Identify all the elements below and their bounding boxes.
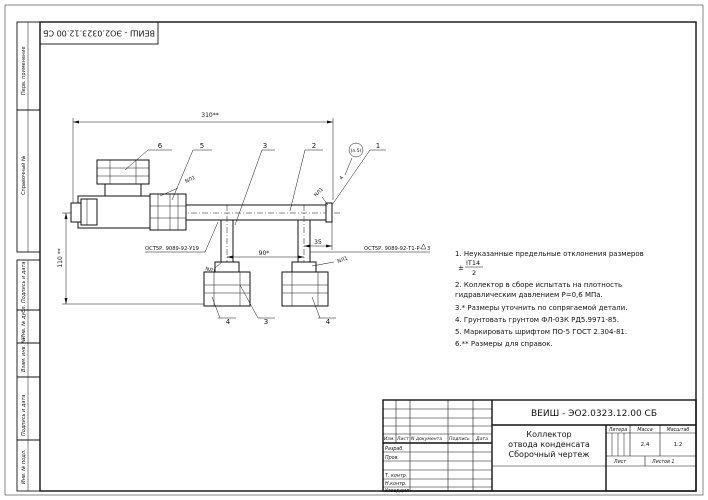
role-utv: Утвердил — [385, 488, 409, 494]
sheet-frame — [4, 4, 704, 496]
dim-branch-spacing: 90* — [227, 250, 304, 259]
top-stamp: ВЕИШ - ЭО2.0323.12.00 СБ — [39, 21, 159, 45]
callout-5: 5 — [200, 142, 204, 150]
left-strip: Перв. применение Справочный № Подпись и … — [16, 21, 41, 492]
ost-right-num: 3 — [427, 246, 430, 252]
dim-branch-spacing-label: 90* — [259, 250, 270, 257]
dim-overall-length: 310** — [72, 112, 334, 205]
callouts: 6 5 3 2 1 3 4 — [124, 142, 386, 326]
strip-label-podp2: Подпись и дата — [21, 395, 27, 436]
weld-label-1: NЛ1 — [184, 175, 196, 185]
callout-4-right: 4 — [326, 318, 331, 326]
weld-label-4: NЛ1 — [337, 256, 349, 265]
roughness-label: (n.5) — [351, 148, 362, 154]
note-1-frac-den: 2 — [472, 269, 476, 277]
strip-label-podl: Инв. № подл. — [21, 450, 27, 485]
sheets-label: Листов 1 — [651, 459, 675, 465]
note-4: 4. Грунтовать грунтом ФЛ-03К РД5.9971-85… — [455, 316, 619, 324]
lit-label: Литера — [608, 427, 628, 433]
strip-label-vzam: Взам. инв. № — [21, 338, 27, 372]
note-3: 3.* Размеры уточнить по сопрягаемой дета… — [455, 304, 627, 312]
col-izm: Изм. — [384, 436, 395, 442]
weld-marks: NЛ1 NЛ1 NЛ1 NЛ1 — [159, 175, 349, 275]
title-block: Изм. Лист N документа Подпись Дата Разра… — [382, 399, 697, 494]
callout-6: 6 — [158, 142, 163, 150]
note-5: 5. Маркировать шрифтом ПО-5 ГОСТ 2.304-8… — [455, 328, 627, 336]
title-line-2: отвода конденсата — [508, 440, 590, 449]
role-nkontr: Н.контр. — [385, 481, 406, 487]
dim-overall-length-label: 310** — [201, 112, 218, 119]
callout-2: 2 — [312, 142, 316, 150]
dim-height-label: 110 ** — [57, 248, 64, 267]
scale-value: 1:2 — [674, 442, 683, 448]
role-prov: Пров. — [385, 455, 399, 461]
main-pipe — [180, 202, 340, 223]
note-2b: гидравлическим давлением Р=0,6 МПа. — [455, 291, 603, 299]
strip-label-sprav: Справочный № — [20, 155, 27, 195]
col-list: Лист — [396, 436, 409, 442]
title-line-1: Коллектор — [526, 430, 571, 439]
ost-left-label: ОСТ5Р. 9089-92-У19 — [145, 246, 199, 252]
top-stamp-code: ВЕИШ - ЭО2.0323.12.00 СБ — [43, 29, 155, 38]
note-1-frac-num: IT14 — [466, 259, 480, 267]
role-razrab: Разраб. — [385, 446, 404, 452]
ost-right-label: ОСТ5Р. 9089-92-Т1-Р- — [364, 246, 422, 252]
dim-end-offset-label: 35 — [314, 239, 322, 246]
doc-code: ВЕИШ - ЭО2.0323.12.00 СБ — [531, 409, 657, 419]
weld-label-3: NЛ1 — [204, 266, 216, 275]
left-fitting — [70, 159, 187, 231]
callout-4-left: 4 — [226, 318, 231, 326]
sheet-label: Лист — [613, 459, 626, 465]
dim-end-offset: 35 — [304, 222, 333, 250]
col-doc: N документа — [411, 436, 442, 442]
technical-notes: 1. Неуказанные предельные отклонения раз… — [455, 250, 644, 348]
note-1: 1. Неуказанные предельные отклонения раз… — [455, 250, 644, 258]
callout-3-top: 3 — [263, 142, 267, 150]
weld-label-2: NЛ1 — [313, 187, 325, 199]
title-line-3: Сборочный чертеж — [509, 450, 590, 459]
strip-label-podp1: Подпись и дата — [21, 262, 27, 303]
note-6: 6.** Размеры для справок. — [455, 340, 553, 348]
callout-1: 1 — [376, 142, 380, 150]
dim-height: 110 ** — [57, 212, 210, 305]
note-1-pm: ± — [458, 264, 464, 272]
branch-pipe-right — [281, 205, 329, 307]
mass-label: Масса — [637, 427, 652, 433]
dim-4-label: 4 — [339, 175, 346, 181]
mass-value: 2,4 — [641, 442, 650, 448]
strip-label-dubl: Инв. № дубл. — [21, 305, 27, 339]
callout-3-bottom: 3 — [264, 318, 268, 326]
scale-label: Масштаб — [667, 427, 690, 433]
strip-label-perv: Перв. применение — [21, 46, 27, 95]
ost-labels: ОСТ5Р. 9089-92-У19 ОСТ5Р. 9089-92-Т1-Р- … — [145, 221, 430, 253]
role-tkontr: Т. контр. — [385, 473, 407, 479]
col-date: Дата — [475, 436, 488, 442]
note-2a: 2. Коллектор в сборе испытать на плотнос… — [455, 281, 622, 289]
roughness-symbol: (n.5) 4 — [339, 142, 364, 181]
col-sign: Подпись — [449, 436, 470, 442]
collector-drawing: 310** 110 ** — [57, 112, 430, 326]
